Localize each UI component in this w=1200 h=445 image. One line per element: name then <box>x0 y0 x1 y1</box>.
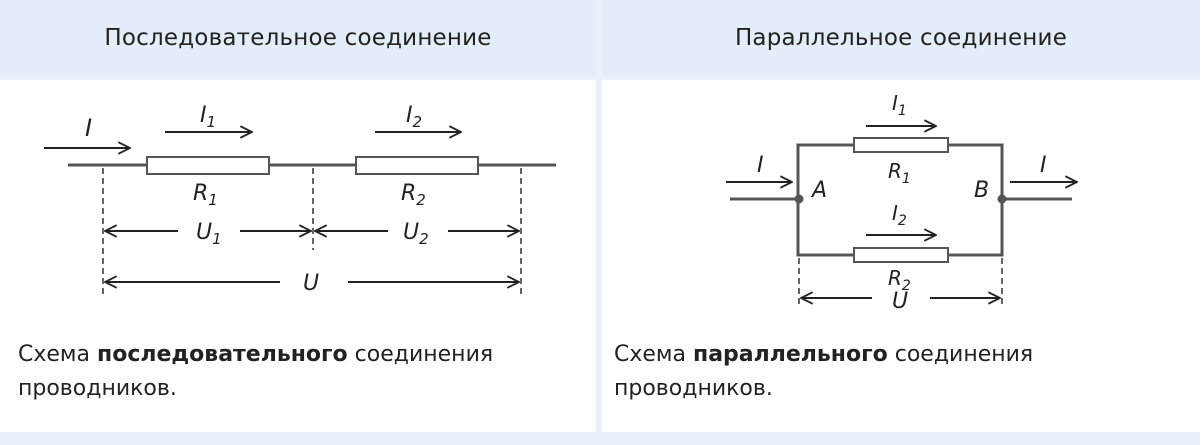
header-parallel: Параллельное соединение <box>602 0 1200 76</box>
label-i-in: I <box>757 153 764 178</box>
label-r1: R1 <box>193 181 218 209</box>
label-r1: R1 <box>888 159 911 187</box>
label-i2: I2 <box>892 201 907 229</box>
label-u2: U2 <box>403 220 429 248</box>
parallel-caption: Схема параллельного соединения проводник… <box>614 342 1034 401</box>
header-parallel-title: Параллельное соединение <box>734 25 1068 51</box>
label-i2: I2 <box>406 103 422 131</box>
series-caption: Схема последовательного соединения прово… <box>18 342 494 401</box>
series-diagram: I I1 I2 R1 R2 U1 U2 U <box>44 103 556 296</box>
resistor-r2 <box>355 156 479 175</box>
series-caption-bold: последовательного <box>97 342 348 367</box>
series-cell: I I1 I2 R1 R2 U1 U2 U Схема последовател… <box>0 80 596 432</box>
header-series-title: Последовательное соединение <box>104 25 492 51</box>
label-i: I <box>85 114 92 142</box>
resistor-r1 <box>853 137 949 153</box>
label-u: U <box>892 289 908 314</box>
node-a <box>794 194 804 204</box>
label-r2: R2 <box>888 266 911 294</box>
header-series: Последовательное соединение <box>0 0 596 76</box>
parallel-cell: I I I1 I2 R1 R2 A B U Схема параллельног… <box>602 80 1200 432</box>
node-b <box>997 194 1007 204</box>
label-r2: R2 <box>401 181 426 209</box>
label-i1: I1 <box>200 103 216 131</box>
label-a: A <box>810 178 827 203</box>
parallel-caption-bold: параллельного <box>693 342 888 367</box>
label-i1: I1 <box>892 91 907 119</box>
label-u1: U1 <box>196 220 222 248</box>
resistor-r2 <box>853 247 949 263</box>
label-u: U <box>303 271 319 296</box>
label-i-out: I <box>1040 153 1047 178</box>
resistor-r1 <box>146 156 270 175</box>
parallel-diagram: I I I1 I2 R1 R2 A B U <box>726 91 1200 314</box>
label-b: B <box>974 178 989 203</box>
